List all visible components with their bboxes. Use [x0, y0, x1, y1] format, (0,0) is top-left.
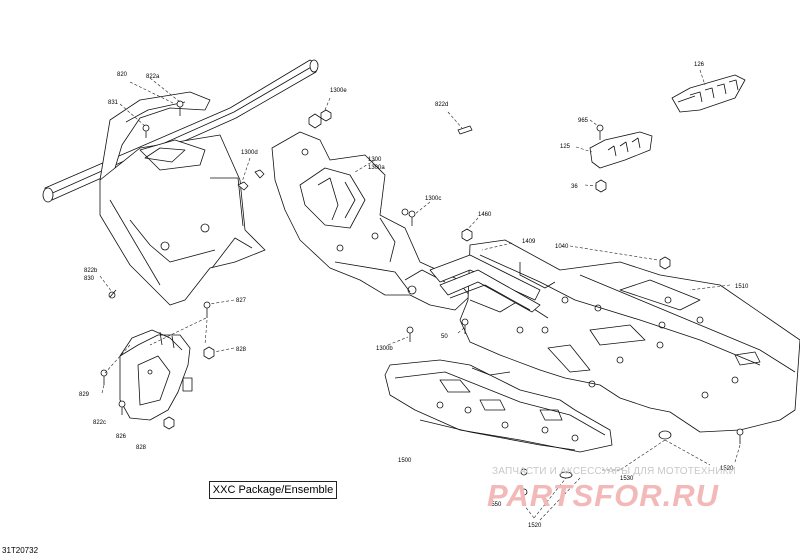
callout-1530: 1530 [620, 476, 634, 482]
watermark-brand: PARTSFOR.RU [487, 478, 720, 513]
callout-831: 831 [108, 100, 119, 106]
callout-830: 830 [84, 276, 95, 282]
front-bumper-tube [42, 59, 319, 203]
callout-1300d: 1300d [241, 150, 258, 156]
callout-36: 36 [571, 184, 578, 190]
skid-plate-1510 [459, 239, 800, 433]
callout-822a: 822a [146, 74, 160, 80]
callout-126: 126 [694, 62, 705, 68]
callout-828: 828 [236, 347, 247, 353]
callout-829: 829 [79, 392, 90, 398]
callout-1040: 1040 [555, 244, 569, 250]
footrest-125 [589, 131, 653, 169]
callout-1510: 1510 [735, 284, 749, 290]
package-label: XXC Package/Ensemble [209, 481, 337, 499]
fasteners [100, 100, 744, 505]
callout-1520: 1520 [720, 466, 734, 472]
callout-1300c: 1300c [425, 196, 441, 202]
callout-820: 820 [117, 72, 128, 78]
skid-plate-1300 [271, 131, 471, 311]
callout-1300a: 1300a [368, 165, 385, 171]
front-guard-plate [99, 134, 266, 306]
document-number: 31T20732 [2, 546, 39, 555]
callout-828: 828 [136, 445, 147, 451]
leader-lines [99, 69, 741, 521]
callout-1500: 1500 [398, 458, 412, 464]
callout-822c: 822c [93, 420, 106, 426]
callout-1300: 1300 [368, 157, 382, 163]
callout-1460: 1460 [478, 212, 492, 218]
callout-1300e: 1300e [330, 88, 347, 94]
callout-1300b: 1300b [376, 346, 393, 352]
side-rails-1409 [429, 254, 541, 313]
callout-1520: 1520 [528, 523, 542, 529]
watermark-subtitle: ЗАПЧАСТИ И АКСЕССУАРЫ ДЛЯ МОТОТЕХНИКИ [492, 466, 737, 477]
skid-plate-1500 [384, 359, 613, 453]
callout-125: 125 [560, 144, 571, 150]
callout-1550: 1550 [488, 502, 502, 508]
clip-822d [457, 125, 473, 135]
callout-labels: 820 822a 831 1300e 822d 126 965 125 36 1… [79, 62, 749, 529]
callout-826: 826 [116, 434, 127, 440]
callout-1409: 1409 [522, 239, 536, 245]
callout-822d: 822d [435, 102, 448, 108]
footrest-126 [671, 74, 746, 113]
callout-822b: 822b [84, 268, 98, 274]
callout-965: 965 [578, 118, 589, 124]
callout-827: 827 [236, 298, 247, 304]
bracket-826 [119, 329, 193, 421]
callout-50: 50 [441, 334, 448, 340]
